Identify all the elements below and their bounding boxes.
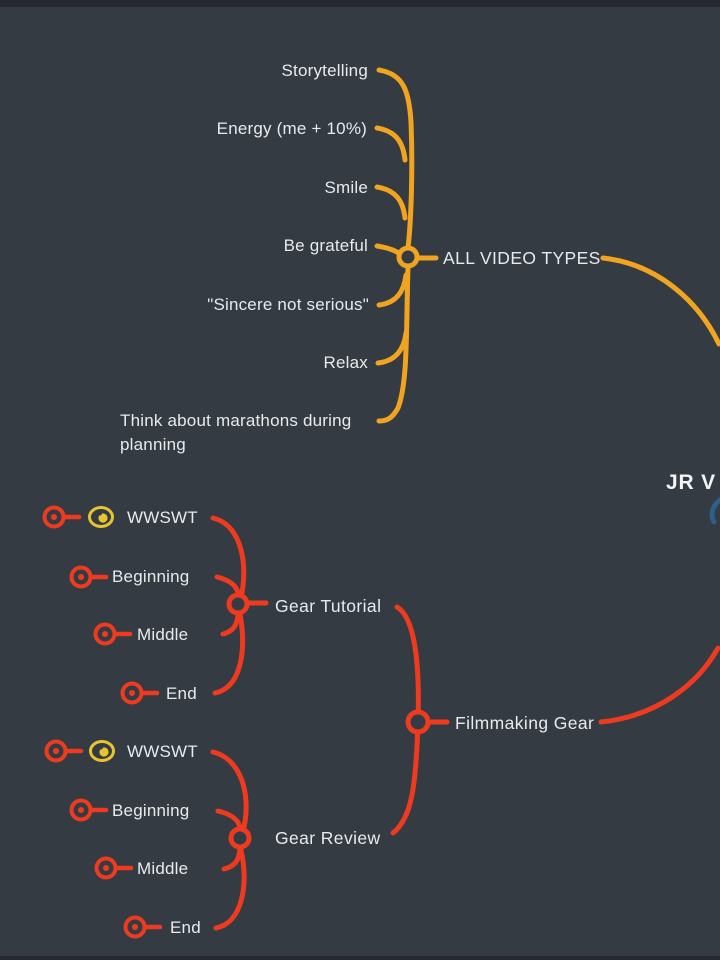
fold-toggle-filmmaking-gear[interactable] [405,709,431,735]
node-label-gear-review[interactable]: Gear Review [275,828,381,848]
root-node-label[interactable]: JR V [666,471,716,494]
branch-to-root-red [598,645,720,725]
hook-wwswt-1 [210,515,247,596]
branch-hook-relax [375,330,409,366]
branch-stub-blue [709,497,720,525]
branch-hook-smile [374,184,408,221]
node-label-wwswt-1[interactable]: WWSWT [127,508,198,527]
hook-end-1 [212,611,246,696]
node-label-end-2[interactable]: End [170,918,201,937]
hook-end-2 [213,847,247,931]
letterbox-bottom [0,956,720,960]
fold-toggle-gear-tutorial[interactable] [226,592,250,616]
node-label-middle-2[interactable]: Middle [137,859,189,878]
branch-hook-energy [374,125,408,163]
node-label-think-about-marathons[interactable]: Think about marathons during planning [120,411,352,454]
branch-hook-be-grateful [374,243,403,257]
leaf-bullets [42,505,163,939]
node-label-storytelling[interactable]: Storytelling [281,61,368,80]
circle-dot-icon [44,739,84,763]
node-label-middle-1[interactable]: Middle [137,625,189,644]
hook-beginning-2 [215,808,243,831]
node-label-gear-tutorial[interactable]: Gear Tutorial [275,596,382,616]
node-label-smile[interactable]: Smile [324,178,368,197]
hook-beginning-1 [214,574,241,596]
branch-filmmaking-gear [210,515,720,931]
yellow-sticker-icon [88,506,114,528]
node-label-wwswt-2[interactable]: WWSWT [127,742,198,761]
node-label-energy[interactable]: Energy (me + 10%) [216,119,367,138]
branch-all-video-types [374,67,720,424]
circle-dot-icon [93,622,133,646]
fold-toggle-all-video-types[interactable] [396,245,420,269]
hook-middle-2 [221,846,243,872]
hook-middle-1 [220,612,241,637]
circle-dot-icon [69,798,109,822]
circle-dot-icon [94,856,134,880]
node-label-end-1[interactable]: End [166,684,197,703]
node-label-be-grateful[interactable]: Be grateful [283,236,368,255]
node-label-relax[interactable]: Relax [323,353,368,372]
branch-trunk-curve [376,67,415,424]
circle-dot-icon [69,565,109,589]
circle-dot-icon [42,505,82,529]
node-label-beginning-2[interactable]: Beginning [112,801,190,820]
circle-dot-icon [123,915,163,939]
node-label-beginning-1[interactable]: Beginning [112,567,190,586]
circle-dot-icon [120,681,160,705]
letterbox-top [0,0,720,7]
yellow-sticker-icon [89,740,115,762]
branch-hook-sincere [376,272,409,308]
branch-to-root-orange [600,255,720,347]
node-label-sincere-not-serious[interactable]: "Sincere not serious" [207,295,369,314]
node-label-all-video-types[interactable]: ALL VIDEO TYPES [443,248,601,268]
hook-wwswt-2 [210,749,249,830]
fold-toggle-gear-review[interactable] [228,826,252,850]
node-label-filmmaking-gear[interactable]: Filmmaking Gear [455,713,595,733]
